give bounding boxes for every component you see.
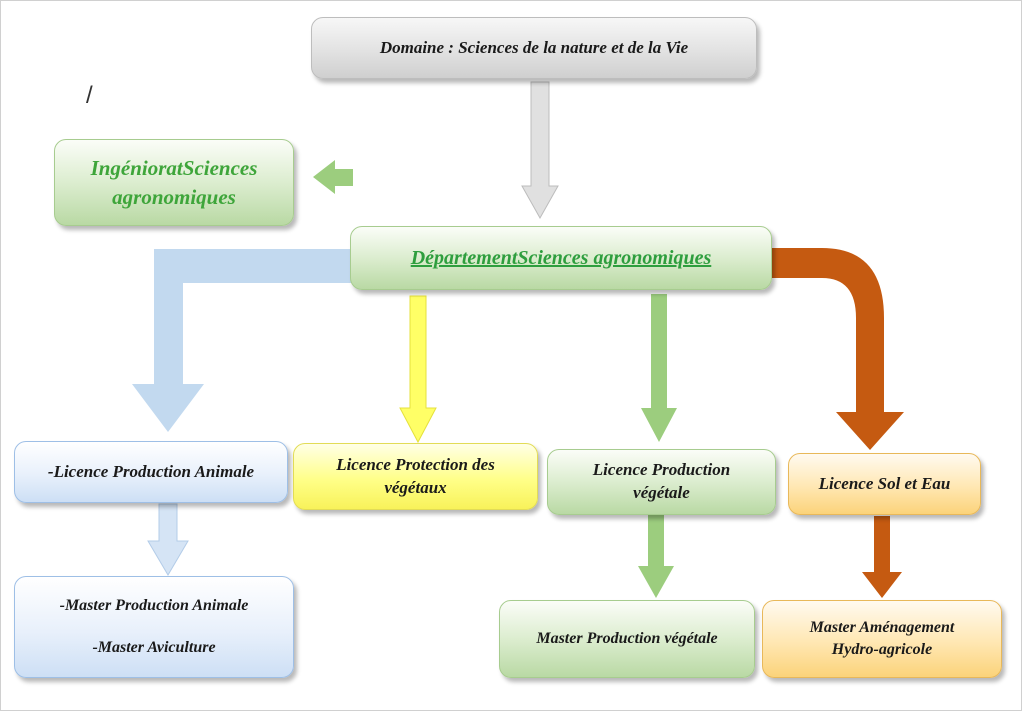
licence-sol-eau-box: Licence Sol et Eau: [788, 453, 981, 515]
master-animale-line1: -Master Production Animale: [59, 597, 249, 614]
arrow-department-to-licence-protection: [399, 295, 437, 444]
licence-protection-line1: Licence Protection des: [336, 454, 495, 474]
licence-protection-line2: végétaux: [384, 477, 447, 497]
master-vegetale-box: Master Production végétale: [499, 600, 755, 678]
licence-vegetale-line1: Licence Production: [592, 460, 731, 480]
master-amenagement-line2: Hydro-agricole: [831, 641, 933, 658]
licence-vegetale-line2: végétale: [633, 483, 690, 502]
ingeniorat-line2: agronomiques: [112, 184, 236, 209]
arrow-department-to-licence-animale: [132, 249, 352, 432]
master-amenagement-box: Master Aménagement Hydro-agricole: [762, 600, 1002, 678]
domain-label: Domaine : Sciences de la nature et de la…: [379, 37, 689, 57]
master-animale-line2: -Master Aviculture: [92, 639, 216, 656]
arrow-department-to-ingeniorat: [313, 160, 353, 194]
master-animale-box: -Master Production Animale -Master Avicu…: [14, 576, 294, 678]
arrow-licence-vegetale-to-master-vegetale: [638, 514, 674, 598]
arrow-department-to-licence-vegetale: [641, 294, 677, 442]
arrow-licence-animale-to-master-animale: [147, 503, 189, 576]
licence-animale-label: -Licence Production Animale: [47, 461, 255, 481]
domain-box: Domaine : Sciences de la nature et de la…: [311, 17, 757, 79]
arrow-domain-to-department: [521, 81, 559, 220]
ingeniorat-box: IngénioratSciences agronomiques: [54, 139, 294, 226]
stray-mark: /: [86, 82, 93, 109]
master-vegetale-label: Master Production végétale: [536, 630, 718, 648]
master-amenagement-line1: Master Aménagement: [809, 619, 955, 637]
departement-box: DépartementSciences agronomiques: [350, 226, 772, 290]
licence-protection-box: Licence Protection des végétaux: [293, 443, 538, 510]
arrow-department-to-licence-sol-eau: [772, 248, 904, 450]
arrow-licence-sol-eau-to-master-amenagement: [862, 516, 902, 598]
licence-vegetale-box: Licence Production végétale: [547, 449, 776, 515]
licence-animale-box: -Licence Production Animale: [14, 441, 288, 503]
ingeniorat-line1: IngénioratSciences: [90, 156, 258, 181]
departement-label: DépartementSciences agronomiques: [410, 246, 712, 269]
licence-sol-eau-label: Licence Sol et Eau: [818, 473, 951, 493]
